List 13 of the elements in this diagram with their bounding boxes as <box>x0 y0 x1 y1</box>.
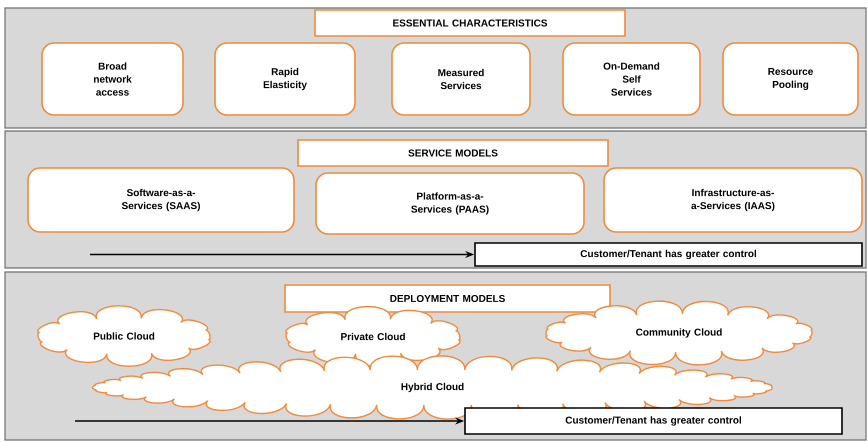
header-box: DEPLOYMENT MODELS <box>284 284 611 313</box>
rounded-box: Resource Pooling <box>722 42 859 116</box>
rounded-box: Software-as-a-Services (SAAS) <box>27 167 295 233</box>
text-box: Customer/Tenant has greater control <box>464 407 843 435</box>
rounded-box: Platform-as-a-Services (PAAS) <box>315 172 585 235</box>
rounded-box: On-Demand Self Services <box>562 42 701 116</box>
rounded-box: Broad network access <box>41 42 184 116</box>
rounded-box: Infrastructure-as-a-Services (IAAS) <box>603 167 863 233</box>
rounded-box: Rapid Elasticity <box>214 42 356 116</box>
text-box: Customer/Tenant has greater control <box>474 242 863 267</box>
header-box: ESSENTIAL CHARACTERISTICS <box>314 9 626 37</box>
rounded-box: Measured Services <box>391 42 531 116</box>
header-box: SERVICE MODELS <box>297 139 609 167</box>
